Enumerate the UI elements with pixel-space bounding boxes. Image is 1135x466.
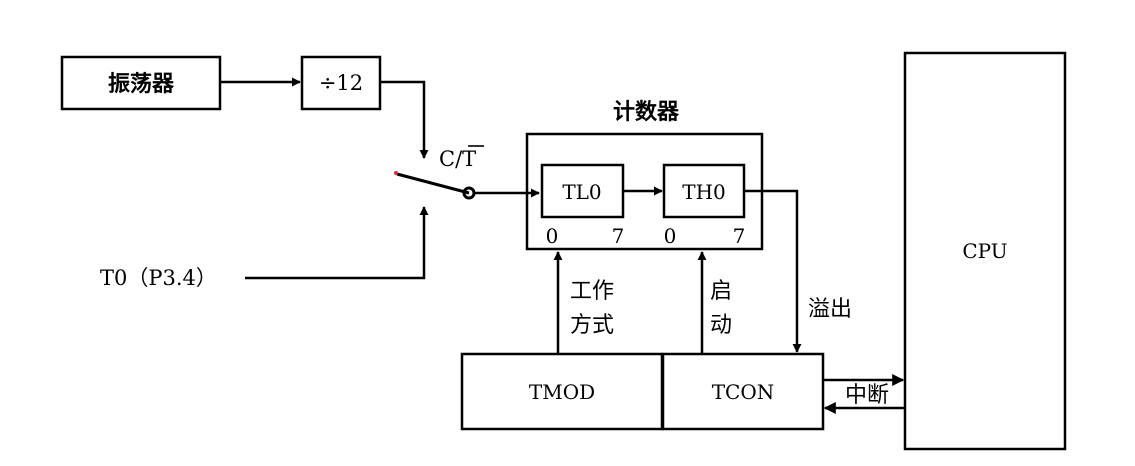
th0-label: TH0 [682, 180, 726, 204]
mode-label-line2: 方式 [570, 313, 614, 338]
start-label-line1: 启 [710, 279, 732, 304]
tmod-label: TMOD [529, 380, 595, 404]
divider-label: ÷12 [319, 71, 363, 95]
t0-input-label: T0（P3.4） [100, 266, 217, 290]
tl0-label: TL0 [562, 180, 601, 204]
tcon-label: TCON [712, 380, 775, 404]
mode-label-line1: 工作 [570, 279, 614, 304]
switch-ct-label: C/T [439, 147, 476, 171]
selector-switch-blade [396, 172, 470, 195]
arrow-divider-to-switch [380, 80, 429, 159]
th0-high-bit: 7 [733, 224, 746, 248]
cpu-label: CPU [962, 239, 1007, 263]
arrow-overflow-to-tcon [744, 189, 802, 353]
oscillator-label: 振荡器 [108, 71, 175, 97]
overflow-label: 溢出 [808, 297, 852, 322]
tl0-low-bit: 0 [546, 224, 559, 248]
cpu-block [903, 51, 1067, 451]
arrow-t0-to-switch [245, 206, 429, 280]
counter-title: 计数器 [613, 99, 680, 125]
start-label-line2: 动 [710, 313, 732, 338]
switch-pivot-dot [394, 171, 398, 175]
th0-low-bit: 0 [664, 224, 677, 248]
tl0-high-bit: 7 [612, 224, 625, 248]
tcon-register [661, 352, 825, 431]
interrupt-label: 中断 [845, 383, 889, 408]
